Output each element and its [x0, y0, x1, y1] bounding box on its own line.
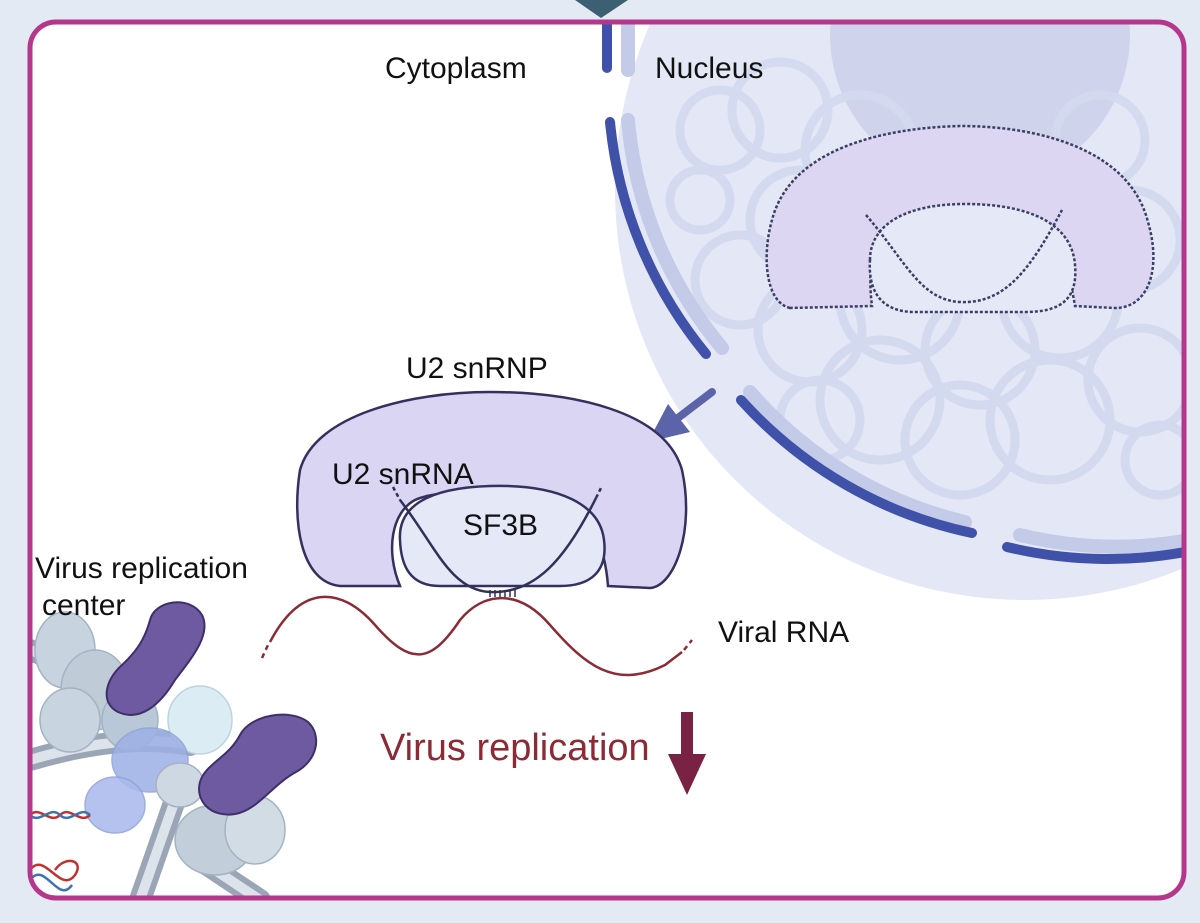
u2-snrnp-label: U2 snRNP: [406, 352, 548, 385]
base-pairing-ticks: [489, 590, 516, 597]
viral-dna-helix: [30, 810, 91, 892]
sf3b-subunit: [398, 484, 606, 588]
nuclear-u2-snrnp: [765, 124, 1155, 314]
cytoplasm-label: Cytoplasm: [385, 52, 527, 85]
virus-replication-label: Virus replication: [380, 727, 650, 769]
u2-snrna-label: U2 snRNA: [332, 458, 474, 491]
nuclear-sf3b: [868, 202, 1077, 314]
nucleolus: [830, 22, 1130, 185]
nuclear-envelope: [602, 22, 1184, 564]
arrow-down-left-icon: [648, 388, 716, 442]
sf3b-label: SF3B: [463, 509, 538, 542]
nuclear-snrna: [865, 209, 1064, 304]
viral-rna: [260, 595, 693, 677]
viral-proteins: [105, 601, 317, 816]
viral-rna-label: Viral RNA: [718, 616, 849, 649]
virus-replication-center-label-line1: Virus replication: [35, 552, 248, 585]
virus-replication-center: [30, 601, 317, 898]
virus-replication-center-label-line2: center: [42, 589, 125, 622]
nucleus: [602, 22, 1184, 600]
arrow-down-icon: [668, 712, 706, 795]
nucleus-label: Nucleus: [655, 52, 763, 85]
cell-border: [27, 19, 1187, 901]
triangle-down-icon: [575, 0, 628, 18]
u2-snrnp-complex: [295, 390, 688, 597]
